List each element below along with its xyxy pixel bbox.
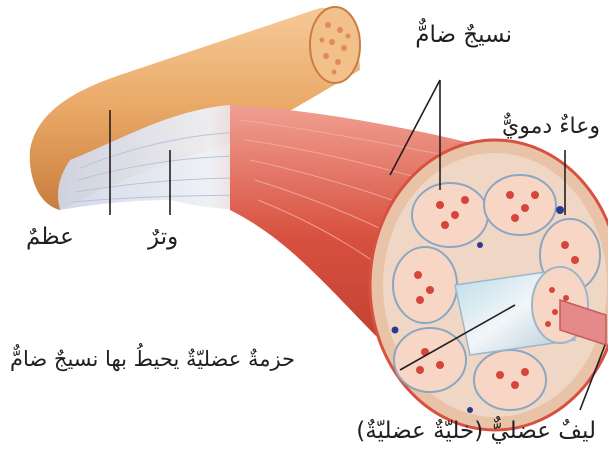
- fascicle-label: حزمةٌ عضليّةٌ يحيطُ بها نسيجٌ ضامٌّ: [10, 349, 295, 370]
- muscle-fiber-label: ليفٌ عضليٌّ (خليّةٌ عضليّةٌ): [356, 420, 596, 443]
- tendon-label: وترٌ: [148, 226, 178, 249]
- cross-section-shape: [370, 140, 608, 430]
- bone-label: عظمٌ: [26, 226, 74, 249]
- blood-vessel-label: وعاءٌ دمويٌّ: [502, 116, 600, 138]
- connective-tissue-label: نسيجٌ ضامٌّ: [415, 24, 512, 47]
